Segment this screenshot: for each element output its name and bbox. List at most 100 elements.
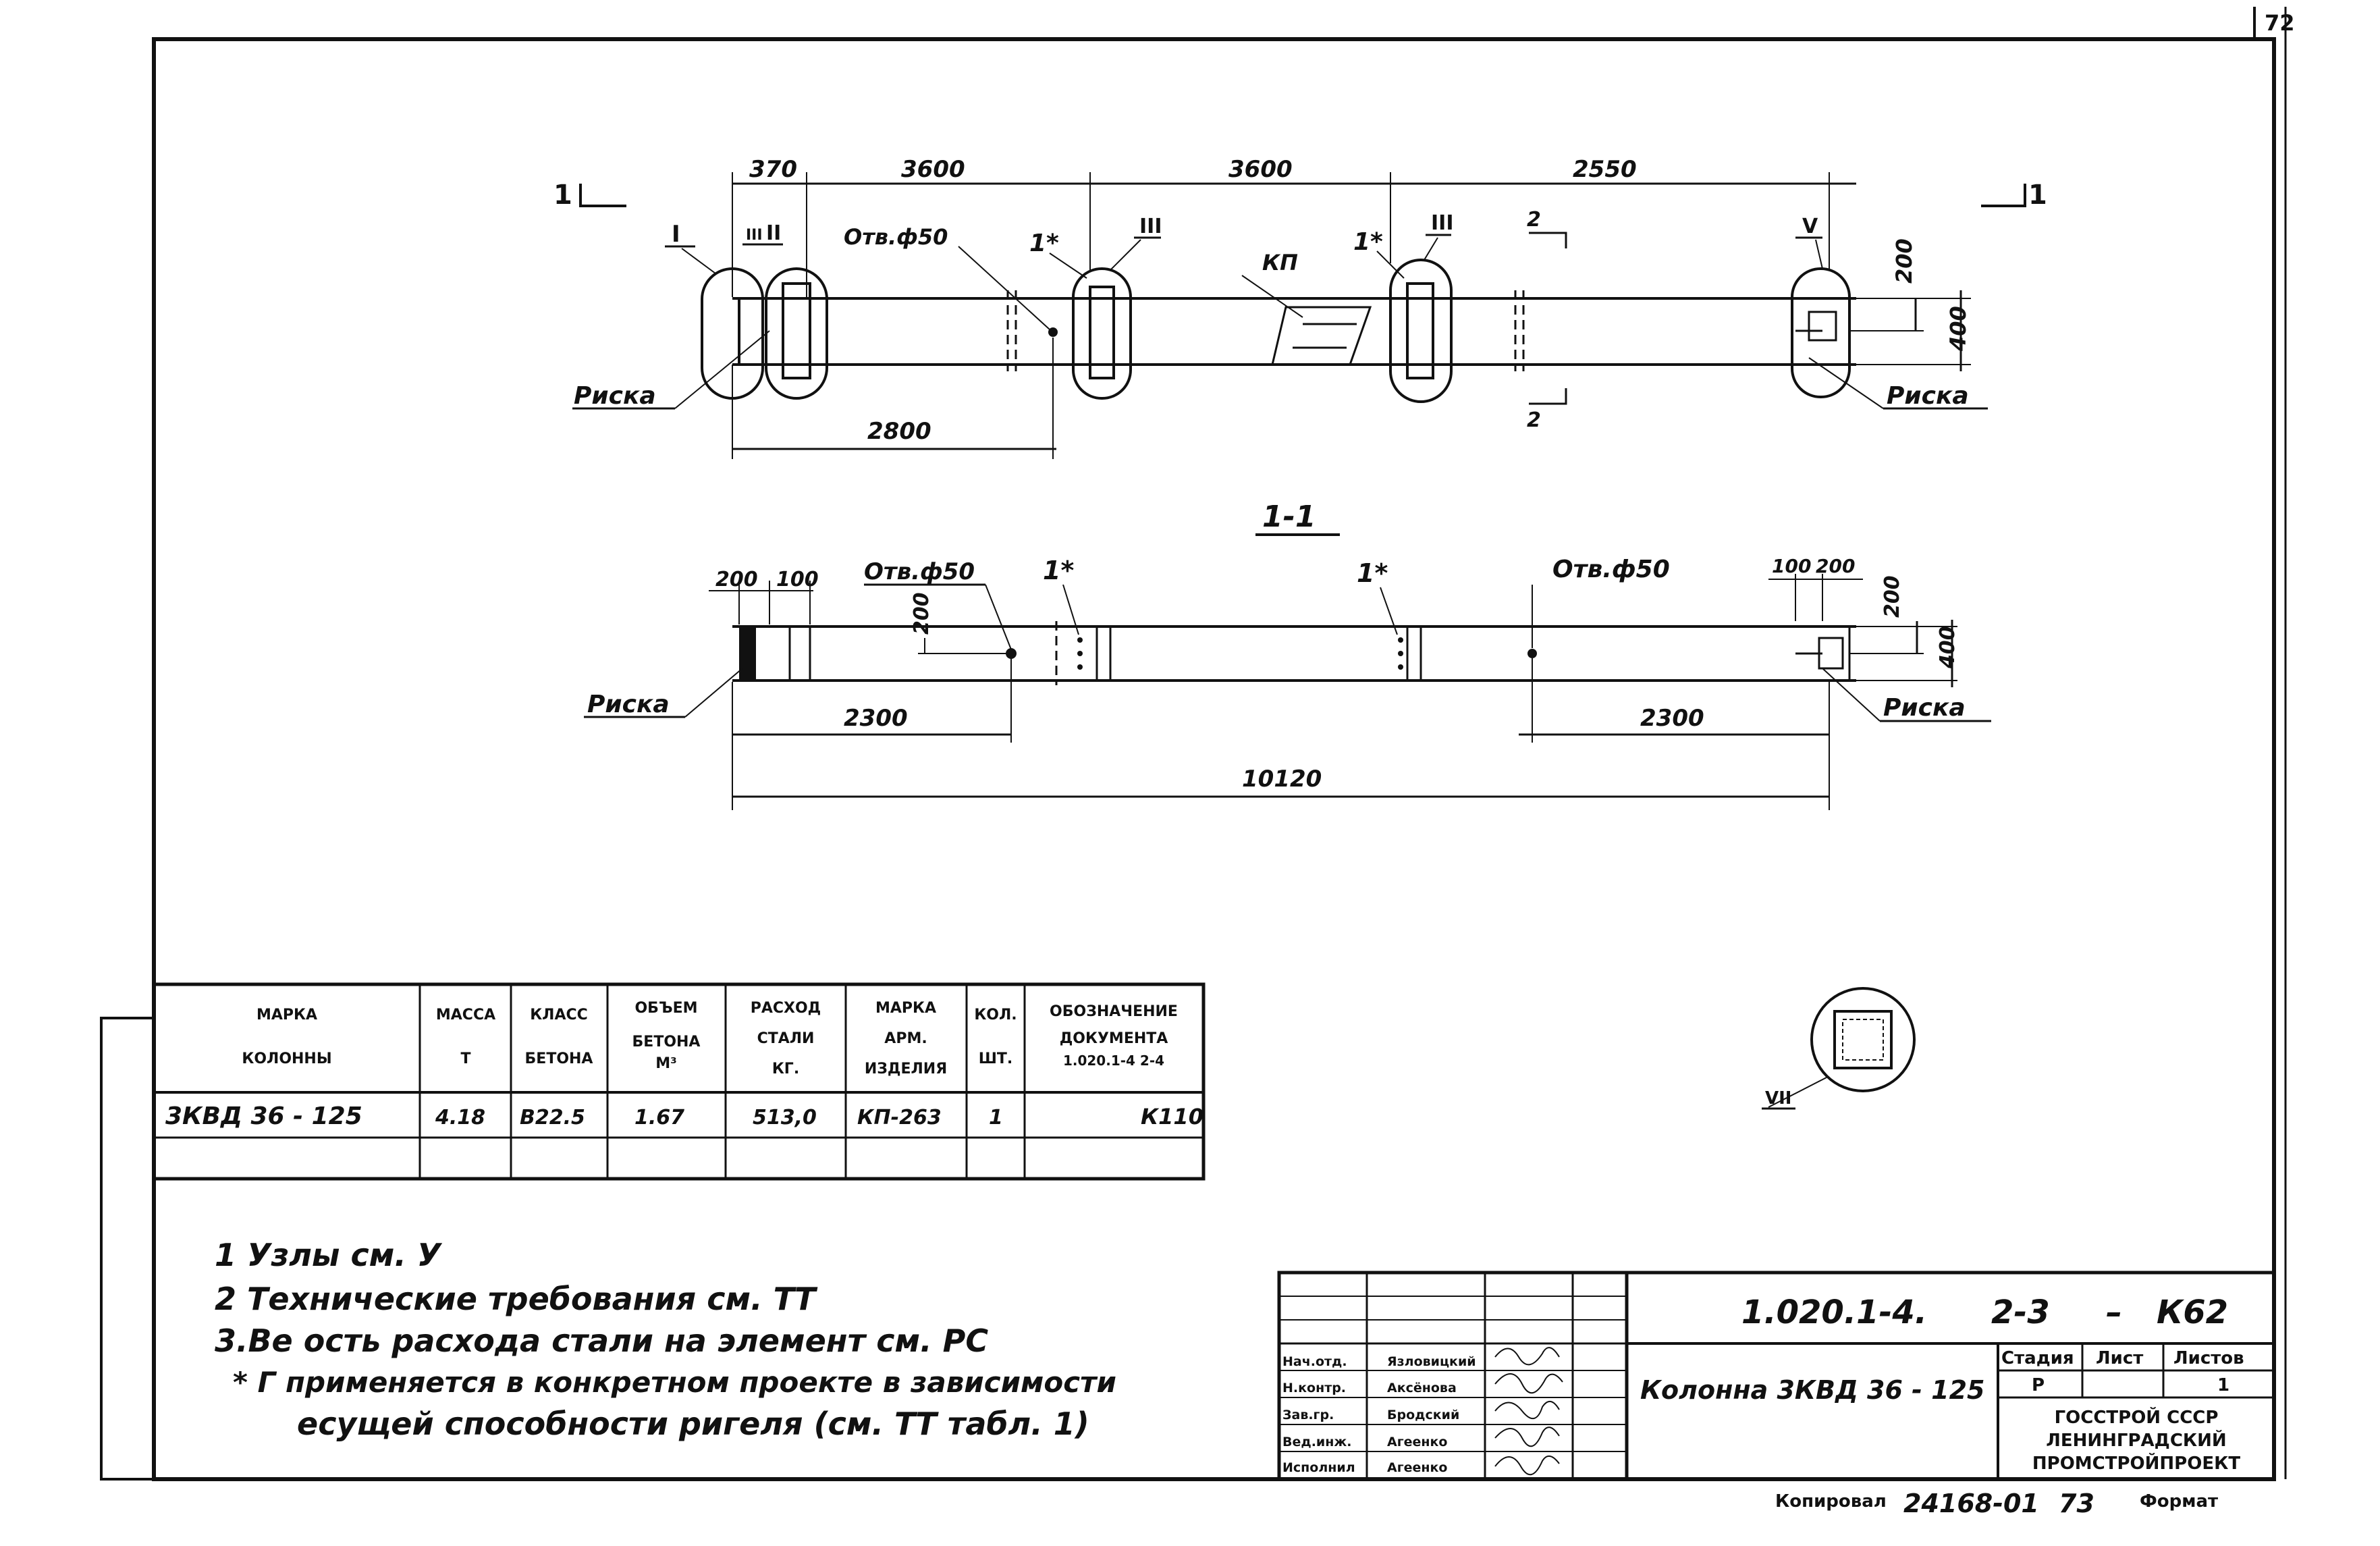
td-qty: 1	[989, 1106, 1003, 1129]
dim-200-top-right: 200	[1816, 555, 1855, 577]
th-doc-3: 1.020.1-4 2-4	[1063, 1052, 1164, 1069]
td-steel: 513,0	[753, 1106, 817, 1129]
note-1: 1 Узлы см. У	[215, 1237, 443, 1273]
org-line-2: ЛЕНИНГРАДСКИЙ	[2046, 1429, 2226, 1451]
sheet-frame: 72	[100, 7, 2295, 1481]
dim-200-section-right: 200	[1881, 575, 1904, 618]
sheets-value: 1	[2217, 1375, 2229, 1395]
hole-label-plan: Отв.ф50	[844, 224, 948, 250]
td-mark: 3КВД 36 - 125	[165, 1102, 362, 1130]
dim-200-top-left: 200	[715, 568, 758, 591]
hole-section-left	[1006, 648, 1017, 659]
td-volume: 1.67	[634, 1106, 684, 1129]
sig-role-2: Н.контр.	[1282, 1381, 1346, 1395]
risk-label-left-plan: Риска	[574, 382, 656, 410]
th-qty-1: КОЛ.	[974, 1007, 1017, 1023]
th-steel-1: РАСХОД	[751, 1000, 821, 1017]
dim-3600-b: 3600	[1228, 156, 1293, 183]
dim-2550: 2550	[1573, 156, 1637, 183]
hole-label-left: Отв.ф50	[864, 558, 975, 585]
section2-mark-top: 2	[1527, 208, 1541, 232]
note-5: есущей способности ригеля (см. ТТ табл. …	[297, 1406, 1089, 1442]
dim-2300-right: 2300	[1640, 705, 1704, 732]
hole-plan	[1048, 327, 1058, 337]
note-3: 3.Ве ость расхода стали на элемент см. Р…	[215, 1323, 988, 1359]
node-mark-V: V	[1802, 215, 1818, 238]
risk-label-left-section: Риска	[587, 691, 670, 718]
section-view: 1-1 200 100 Отв.ф50 1* 1*	[584, 500, 1991, 810]
sig-name-1: Язловицкий	[1387, 1354, 1476, 1369]
dim-3600-a: 3600	[901, 156, 965, 183]
th-volume-2: БЕТОНА	[632, 1034, 701, 1050]
risk-label-right-section: Риска	[1883, 694, 1966, 722]
node-mark-III-b: III	[1431, 211, 1454, 235]
td-mass: 4.18	[435, 1106, 485, 1129]
td-arm: КП-263	[857, 1106, 942, 1129]
end-block-left	[739, 627, 756, 681]
th-volume-1: ОБЪЕМ	[634, 1000, 697, 1017]
td-doc: К110	[1141, 1104, 1203, 1129]
copied-label: Копировал	[1775, 1491, 1887, 1512]
signature-scribble-5	[1494, 1456, 1560, 1475]
sheet-code: 1.020.1-4.	[1741, 1294, 1927, 1331]
dim-100-top-right: 100	[1772, 555, 1811, 577]
signature-scribble-1	[1494, 1347, 1560, 1366]
format-label: Формат	[2140, 1491, 2218, 1512]
th-qty-2: ШТ.	[979, 1050, 1013, 1067]
sheet-header: Лист	[2096, 1348, 2143, 1368]
th-class-1: КЛАСС	[530, 1007, 588, 1023]
element-title: Колонна 3КВД 36 - 125	[1640, 1375, 1984, 1405]
corner-number: 72	[2265, 10, 2295, 36]
dim-200-plan: 200	[1891, 238, 1917, 284]
note-2: 2 Технические требования см. ТТ	[215, 1281, 818, 1317]
section-star-1: 1*	[1043, 556, 1074, 585]
section-star-2: 1*	[1357, 558, 1388, 588]
sig-role-1: Нач.отд.	[1282, 1354, 1347, 1369]
sheet-code-part: 2-3	[1991, 1294, 2050, 1331]
node-ellipse-3	[1072, 267, 1132, 400]
node-vii-detail: VII	[1762, 987, 1916, 1110]
th-arm-2: АРМ.	[884, 1030, 927, 1047]
section2-mark-bottom: 2	[1527, 408, 1541, 432]
org-line-1: ГОССТРОЙ СССР	[2055, 1406, 2219, 1428]
th-mark-2: КОЛОННЫ	[242, 1050, 331, 1067]
th-doc-2: ДОКУМЕНТА	[1060, 1030, 1168, 1047]
th-class-2: БЕТОНА	[525, 1050, 593, 1067]
copy-suffix: 73	[2059, 1489, 2094, 1518]
node-mark-VII: VII	[1765, 1088, 1791, 1109]
sig-name-4: Агеенко	[1387, 1435, 1447, 1449]
th-doc-1: ОБОЗНАЧЕНИЕ	[1050, 1003, 1178, 1020]
th-arm-3: ИЗДЕЛИЯ	[865, 1061, 947, 1077]
signature-scribble-2	[1494, 1373, 1563, 1393]
hole-section-right	[1527, 649, 1537, 658]
node-mark-III-a: III	[1139, 215, 1162, 238]
notes: 1 Узлы см. У 2 Технические требования см…	[215, 1237, 1116, 1442]
plan-view: КП Отв.ф50 1* 1* I III II III III V 1 1 …	[553, 156, 2047, 459]
kp-label: КП	[1262, 250, 1298, 275]
title-block: 1.020.1-4. 2-3 – К62 Колонна 3КВД 36 - 1…	[1277, 1271, 2276, 1481]
signature-scribble-3	[1494, 1401, 1560, 1419]
th-steel-3: КГ.	[772, 1061, 799, 1077]
star-label-2: 1*	[1353, 228, 1383, 256]
dim-400-section: 400	[1936, 626, 1959, 669]
note-4: * Г применяется в конкретном проекте в з…	[233, 1366, 1116, 1399]
copy-number: 24168-01	[1903, 1489, 2039, 1518]
spec-table: МАРКА КОЛОННЫ МАССА Т КЛАСС БЕТОНА ОБЪЕМ…	[152, 982, 1206, 1181]
dim-2300-left: 2300	[844, 705, 908, 732]
th-volume-3: М³	[655, 1055, 677, 1072]
sig-role-5: Исполнил	[1282, 1460, 1355, 1475]
binding-bracket	[100, 1017, 154, 1481]
sheet-code-suffix: К62	[2157, 1294, 2228, 1331]
sig-role-4: Вед.инж.	[1282, 1435, 1352, 1449]
sheets-header: Листов	[2173, 1348, 2244, 1368]
node-ellipse-5	[1791, 267, 1851, 398]
node-mark-small: III	[746, 227, 763, 244]
footer: Копировал 24168-01 73 Формат	[1775, 1489, 2218, 1518]
hole-label-right: Отв.ф50	[1552, 556, 1670, 583]
th-mass-2: Т	[460, 1050, 470, 1067]
stage-header: Стадия	[2001, 1348, 2074, 1368]
sheet-code-dash: –	[2106, 1294, 2122, 1331]
th-mark-1: МАРКА	[256, 1007, 317, 1023]
dim-10120: 10120	[1242, 766, 1322, 793]
